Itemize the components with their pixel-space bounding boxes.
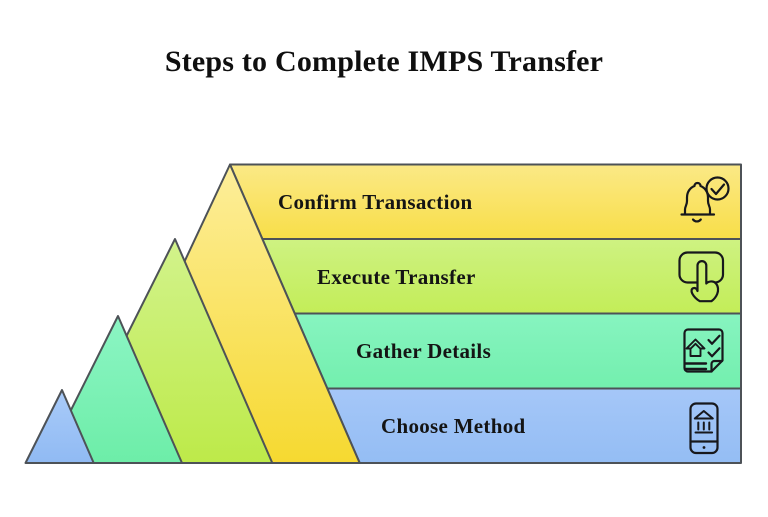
step-label-choose-method: Choose Method [381, 414, 526, 438]
pyramid-triangle-mint [43, 315, 183, 464]
pyramid-triangle-blue [24, 389, 95, 464]
step-label-gather-details: Gather Details [356, 339, 491, 363]
mobile-banking-icon [689, 402, 719, 455]
page-title: Steps to Complete IMPS Transfer [164, 45, 604, 78]
tap-press-icon [678, 251, 725, 303]
bell-check-icon [680, 176, 730, 223]
step-label-confirm-transaction: Confirm Transaction [278, 190, 473, 214]
step-label-execute-transfer: Execute Transfer [317, 265, 476, 289]
checklist-document-icon [683, 328, 724, 373]
